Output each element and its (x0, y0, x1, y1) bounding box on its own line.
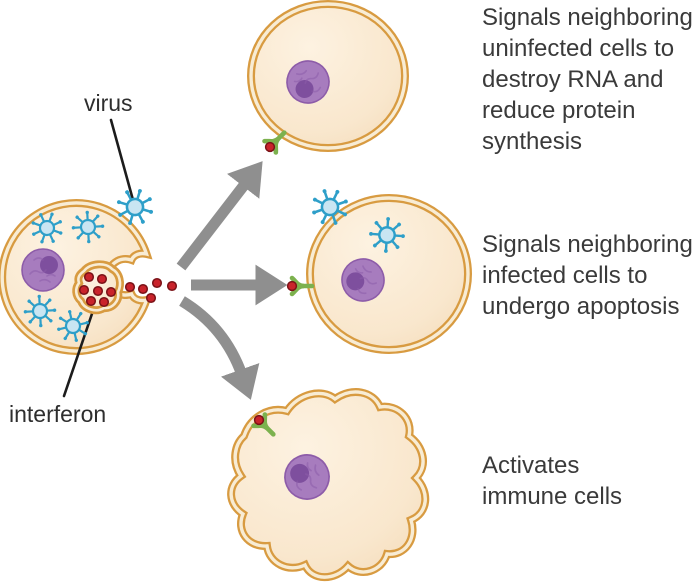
immune-cell-membrane-inner (229, 390, 427, 579)
arrow-to-immune-cell (179, 296, 260, 400)
uninfected-cell-membrane-inner (249, 2, 407, 150)
infected-neighbor-cell (306, 194, 472, 354)
arrow-to-uninfected-cell (176, 161, 263, 271)
virus-label: virus (84, 90, 133, 116)
annotation-immune-cells: Activates immune cells (482, 452, 623, 510)
interferon-receptor-infected-neighbor (286, 278, 312, 294)
secreted-interferon-stream (124, 277, 178, 304)
vesicle-membrane-inner (74, 263, 122, 312)
interferon-receptor-uninfected-cell (265, 127, 290, 152)
immune-cell (227, 388, 430, 582)
interferon-particles-in-vesicle (78, 271, 117, 308)
uninfected-neighbor-cell (247, 0, 409, 152)
interferon-vesicle (72, 260, 124, 315)
annotation-uninfected-cells: Signals neighboring uninfected cells to … (482, 4, 693, 155)
annotation-infected-cells: Signals neighboring infected cells to un… (482, 231, 693, 320)
infected-neighbor-membrane-inner (308, 196, 470, 352)
bound-interferon (264, 141, 276, 153)
interferon-leader-line (62, 300, 98, 398)
interferon-receptor-immune-cell (254, 415, 279, 440)
infected-cell-nucleus (21, 248, 65, 292)
bound-interferon (253, 414, 265, 426)
bound-interferon (286, 280, 298, 292)
virus-leader-line (109, 118, 135, 202)
interferon-label: interferon (9, 401, 107, 427)
